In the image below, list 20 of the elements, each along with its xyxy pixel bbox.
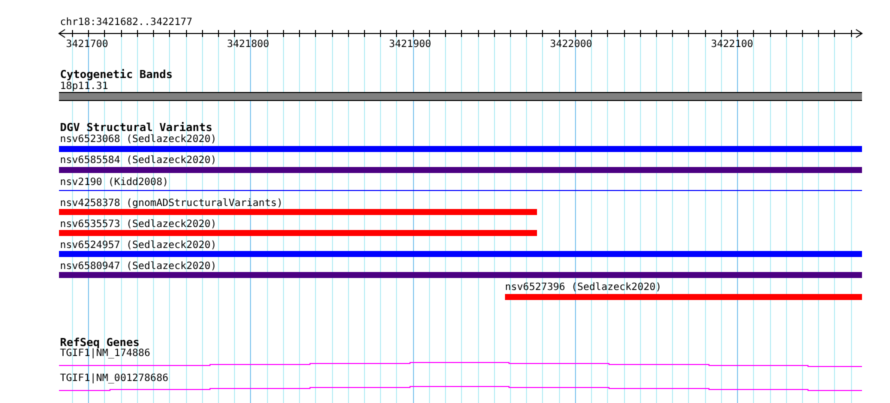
tick-label: 3422000 <box>550 39 592 50</box>
tick-label: 3421700 <box>66 39 108 50</box>
tick-label: 3421800 <box>227 39 270 50</box>
gene-label: TGIF1|NM_001278686 <box>60 373 168 384</box>
variant-label: nsv6580947 (Sedlazeck2020) <box>60 261 217 272</box>
track-heading: DGV Structural Variants <box>60 122 212 133</box>
variant-label: nsv4258378 (gnomADStructuralVariants) <box>60 198 283 209</box>
variant-label: nsv6585584 (Sedlazeck2020) <box>60 155 217 166</box>
track-heading: Cytogenetic Bands <box>60 69 173 80</box>
gene-label: TGIF1|NM_174886 <box>60 348 150 359</box>
region-coordinates: chr18:3421682..3422177 <box>60 17 192 28</box>
variant-label: nsv2190 (Kidd2008) <box>60 177 168 188</box>
band-label: 18p11.31 <box>60 81 108 92</box>
tick-label: 3421900 <box>389 39 432 50</box>
variant-label: nsv6523068 (Sedlazeck2020) <box>60 134 217 145</box>
variant-label: nsv6524957 (Sedlazeck2020) <box>60 240 217 251</box>
tick-label: 3422100 <box>711 39 754 50</box>
track-heading: RefSeq Genes <box>60 337 140 348</box>
variant-label: nsv6535573 (Sedlazeck2020) <box>60 219 217 230</box>
variant-label: nsv6527396 (Sedlazeck2020) <box>505 282 662 293</box>
